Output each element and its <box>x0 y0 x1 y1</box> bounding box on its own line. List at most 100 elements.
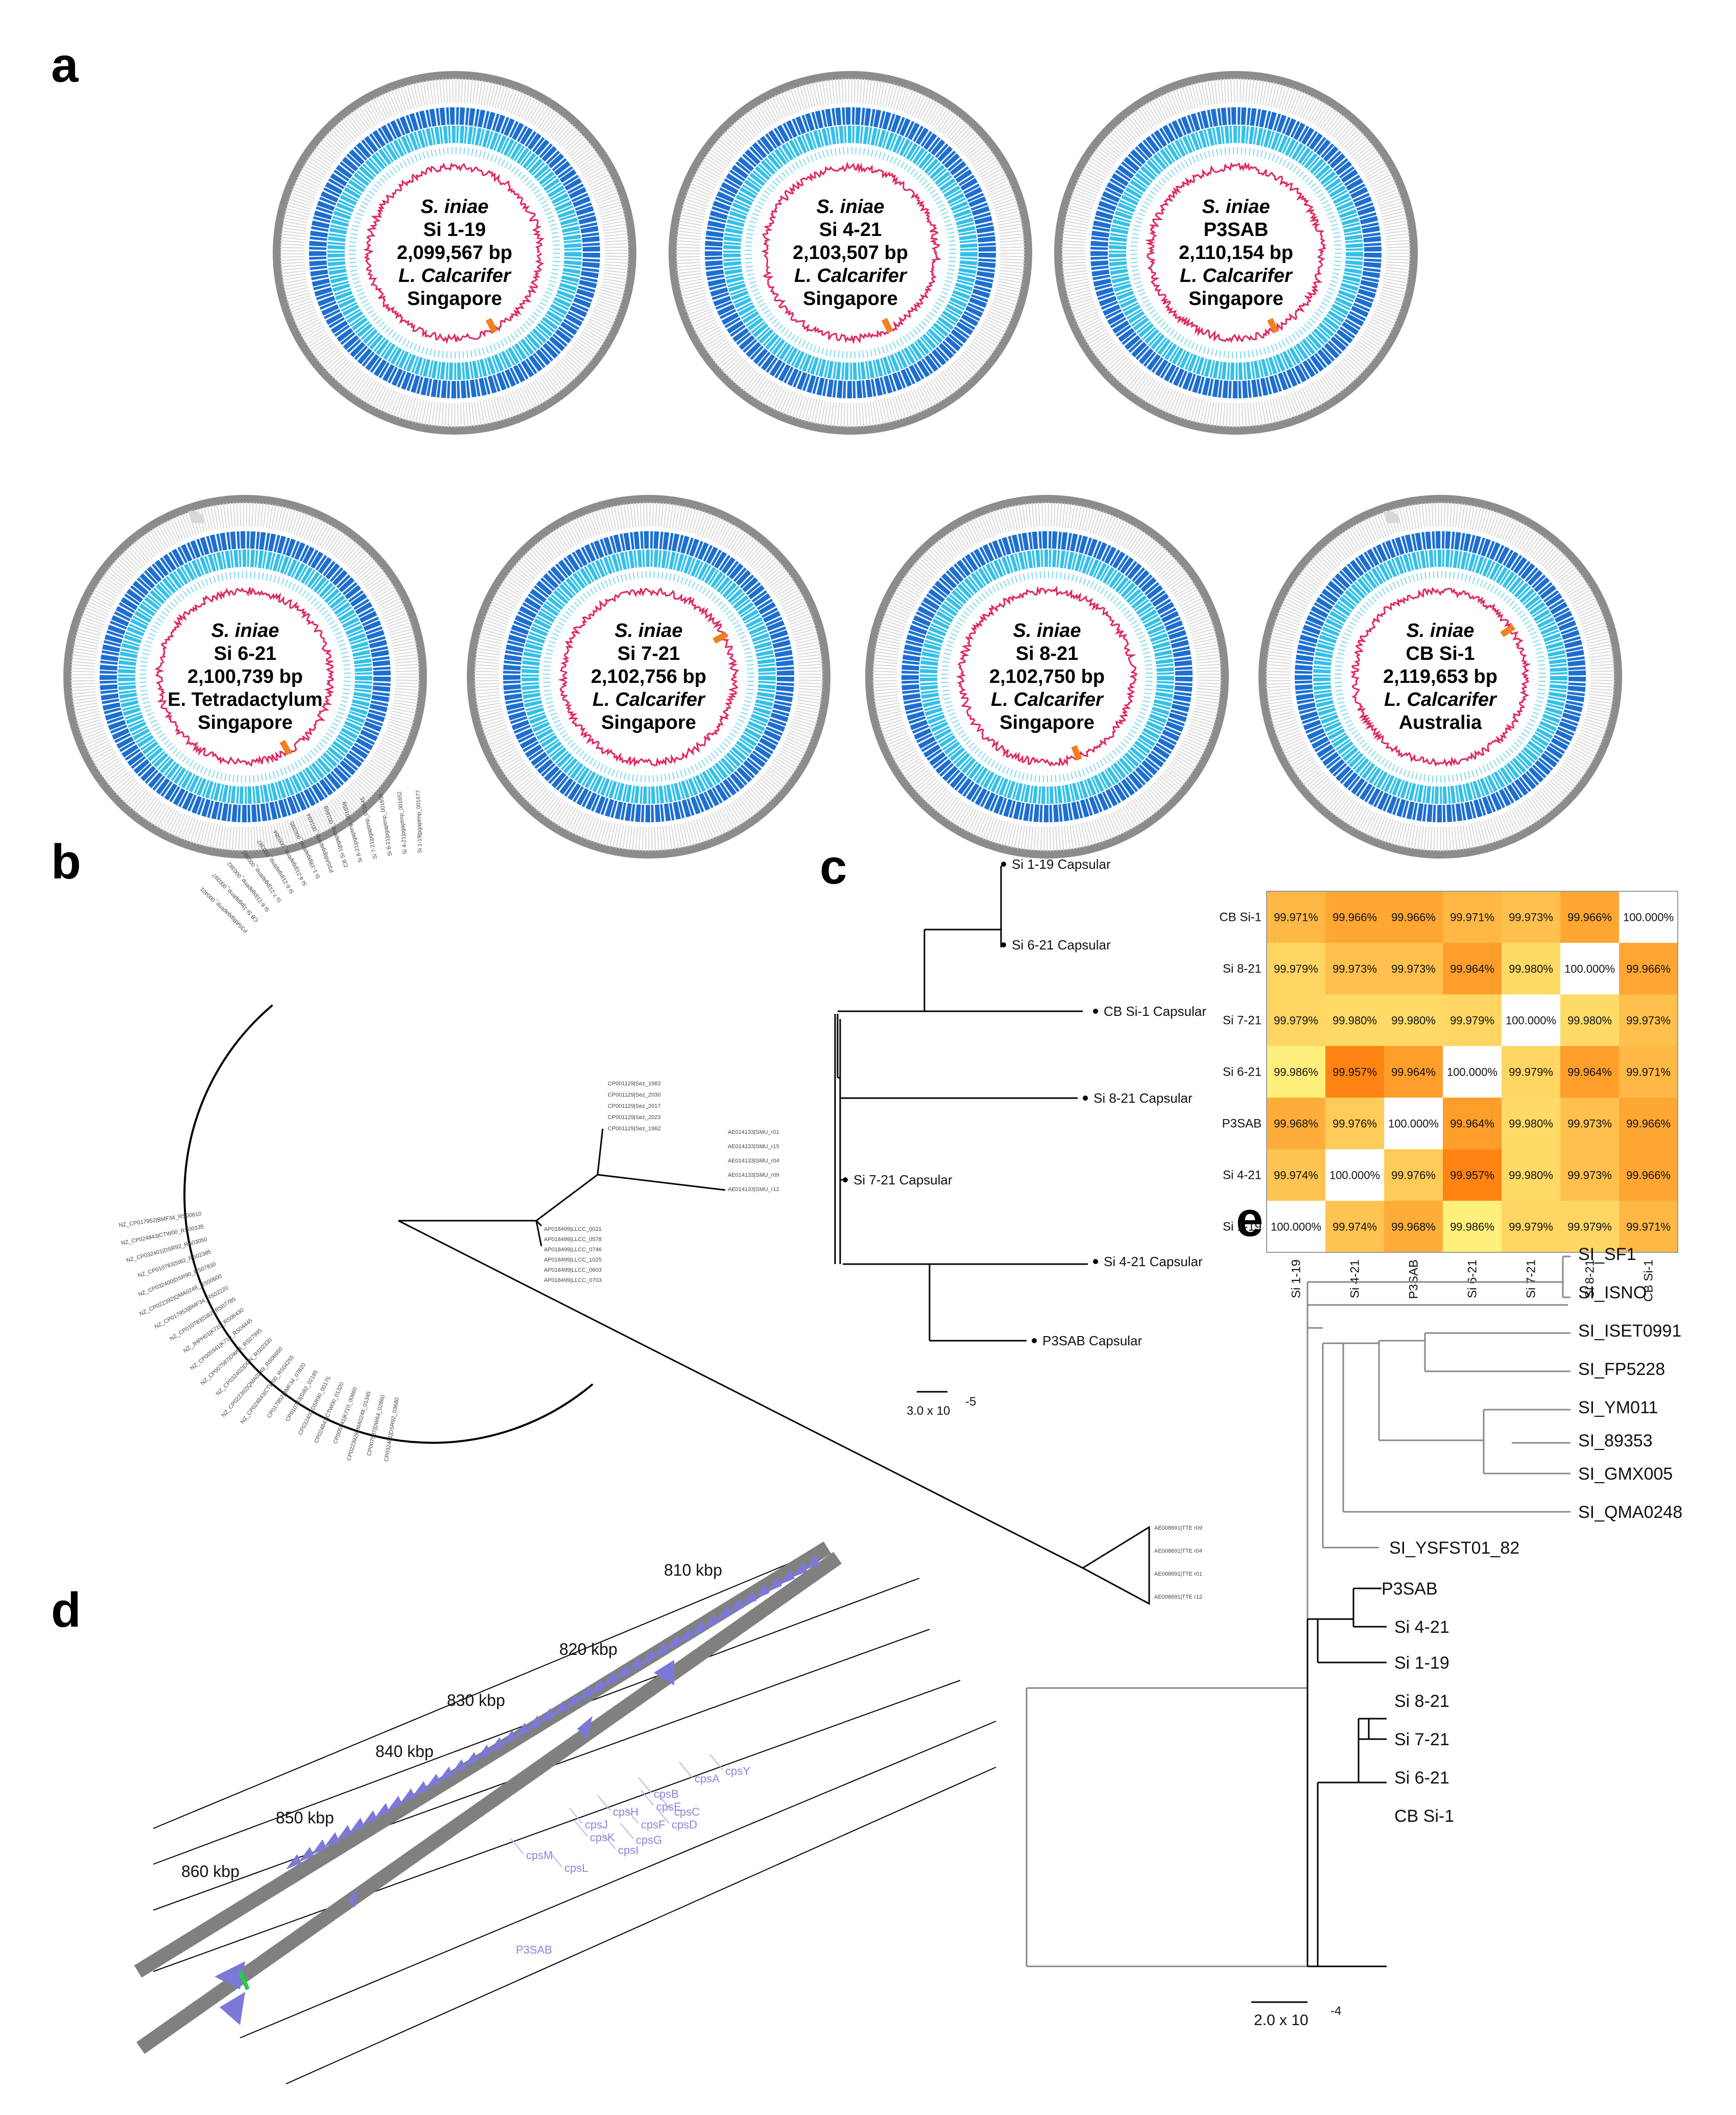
heatmap-cell-value: 99.980% <box>1509 1169 1553 1182</box>
track-outline <box>240 1721 996 2038</box>
red-leaf-label: Si 6-21|pgaptmp_001658 <box>378 793 393 857</box>
heatmap-cell <box>1443 891 1502 943</box>
heatmap-cell <box>1384 891 1443 943</box>
cds-arrow <box>347 1890 358 1908</box>
cds-arrow <box>220 1992 245 2025</box>
core-tree-leaf-label: CB Si-1 <box>1394 1807 1454 1826</box>
cds-arrow <box>665 1635 681 1651</box>
heatmap-col-label: Si 8-21 <box>1583 1260 1597 1298</box>
kbp-label: 860 kbp <box>181 1862 240 1881</box>
gene-label-cpsC: cpsC <box>674 1805 700 1818</box>
sez-label: CP001129|Sez_2017 <box>608 1103 661 1109</box>
gene-label-cpsM: cpsM <box>526 1849 553 1862</box>
genome-size: 2,102,756 bp <box>591 666 706 687</box>
collapsed-clade-label: AE008691|TTE r09 <box>1154 1525 1202 1531</box>
heatmap-cell <box>1560 1098 1619 1149</box>
heatmap-cell-value: 99.957% <box>1450 1169 1494 1182</box>
cds-arrow <box>627 1657 643 1673</box>
cds-arrow <box>513 1722 529 1738</box>
heatmap-cell-value: 100.000% <box>1329 1169 1380 1182</box>
core-tree-leaf-label: SI_ISET0991 <box>1578 1321 1681 1341</box>
heatmap-cell <box>1267 891 1325 943</box>
heatmap-cell-value: 100.000% <box>1447 1066 1497 1079</box>
tree-tip <box>1083 1096 1088 1101</box>
cds-arrow <box>577 1686 592 1702</box>
cds-forward-ring <box>1295 531 1586 822</box>
collapsed-clade-label: AE008691|TTE r04 <box>1154 1548 1202 1554</box>
green-marker <box>238 1970 250 1990</box>
kbp-label: 830 kbp <box>447 1691 505 1709</box>
genome-species: S. iniae <box>211 620 279 641</box>
core-tree-leaf-label: SI_89353 <box>1578 1431 1653 1451</box>
cds-arrow <box>552 1701 567 1716</box>
heatmap-cell-value: 99.979% <box>1450 1014 1494 1027</box>
rna-ring <box>941 571 1153 782</box>
genome-country: Singapore <box>407 288 502 310</box>
genome-country: Singapore <box>1188 288 1283 310</box>
red-leaf-label: Si 1-19|pgaptmp_001677 <box>415 790 423 853</box>
heatmap-cell-value: 99.980% <box>1567 1014 1612 1027</box>
heatmap-cell <box>1502 994 1560 1046</box>
genome-host: L. Calcarifer <box>1180 265 1293 287</box>
outgroup2-label: AP018499|LLCC_0578 <box>544 1237 602 1243</box>
cds-arrow <box>399 1788 415 1804</box>
tree-tip <box>1001 862 1006 867</box>
heatmap-cell <box>1560 943 1619 994</box>
cds-arrow <box>412 1781 428 1797</box>
heatmap-cell-value: 100.000% <box>1623 911 1674 924</box>
gene-label-cpsF: cpsF <box>641 1818 665 1831</box>
genome-strain: Si 4-21 <box>819 219 882 241</box>
heatmap-row-label: Si 6-21 <box>1223 1065 1262 1079</box>
heatmap-cell <box>1502 943 1560 994</box>
heatmap-cell <box>1384 1098 1443 1149</box>
heatmap-cell-value: 99.979% <box>1567 1221 1612 1233</box>
heatmap-cell-value: 99.966% <box>1333 911 1377 924</box>
heatmap-cell <box>1502 891 1560 943</box>
heatmap-cell-value: 99.964% <box>1567 1066 1612 1079</box>
genome-size: 2,102,750 bp <box>989 666 1105 687</box>
ribosomal-phylogeny-panel: AE014133|SMU_r01AE014133|SMU_r15AE014133… <box>118 790 1202 1605</box>
heatmap-cell-value: 100.000% <box>1388 1118 1439 1130</box>
outer-scale-ring <box>63 495 427 859</box>
cds-arrow <box>324 1832 340 1848</box>
rrna-marker <box>1267 318 1279 334</box>
cds-arrow <box>792 1562 807 1578</box>
heatmap-cell <box>1384 1046 1443 1098</box>
core-tree-leaf-label: Si 8-21 <box>1394 1692 1449 1711</box>
rna-ring <box>1130 147 1342 359</box>
sez-label: CP001129|Sez_2030 <box>608 1092 661 1098</box>
genome-species: S. iniae <box>1202 196 1270 218</box>
core-tree-leaf-label: SI_QMA0248 <box>1578 1503 1682 1522</box>
sez-label: CP001129|Sez_1962 <box>608 1126 661 1132</box>
heatmap-cell-value: 99.973% <box>1509 911 1553 924</box>
red-leaf-label: Si 4-21|pgaptmp_001652 <box>396 791 408 854</box>
outgroup2-label: AP018499|LLCC_0021 <box>544 1226 602 1232</box>
heatmap-cell-value: 99.973% <box>1391 963 1436 976</box>
rrna-marker <box>1071 745 1082 761</box>
cds-arrow <box>488 1737 504 1753</box>
rrna-marker <box>485 318 498 334</box>
heatmap-row-label: CB Si-1 <box>1219 911 1262 924</box>
tree-tip <box>1093 1259 1098 1264</box>
genome-species: S. iniae <box>1406 620 1474 641</box>
genome-strain: Si 8-21 <box>1016 643 1079 664</box>
sez-label: CP001129|Sez_2023 <box>608 1114 661 1121</box>
heatmap-cell-value: 99.964% <box>1450 963 1494 976</box>
heatmap-cell <box>1619 994 1678 1046</box>
branch <box>597 1128 604 1175</box>
rrna-marker <box>881 318 894 334</box>
cds-arrow <box>526 1715 542 1731</box>
genome-host: E. Tetradactylum <box>168 689 322 710</box>
gene-label-ring <box>1266 502 1615 851</box>
kbp-label: 840 kbp <box>375 1742 434 1761</box>
heatmap-col-label: P3SAB <box>1407 1260 1421 1299</box>
heatmap-cell-value: 99.966% <box>1626 1118 1671 1130</box>
genome-strain: Si 1-19 <box>423 219 486 241</box>
core-tree-leaf-label: SI_YSFST01_82 <box>1389 1538 1519 1558</box>
genome-host: L. Calcarifer <box>592 689 706 710</box>
gene-label-cpsD: cpsD <box>672 1818 697 1831</box>
